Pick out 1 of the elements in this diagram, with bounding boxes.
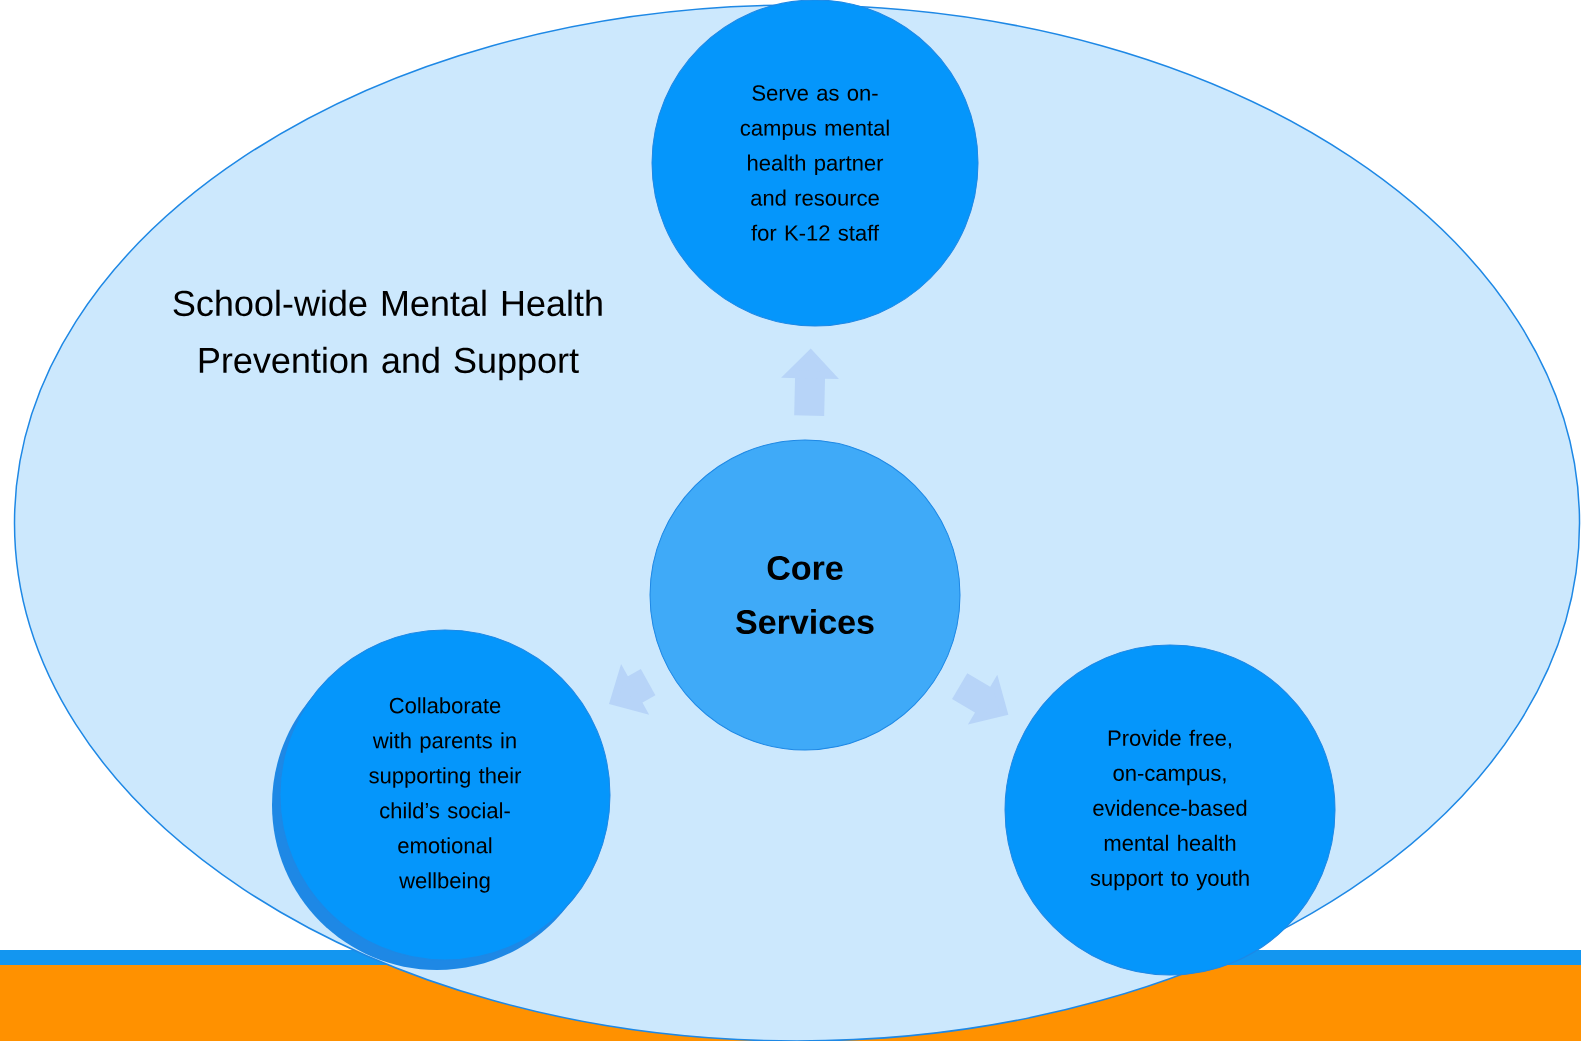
heading-text: School-wide Mental Health Prevention and Support	[173, 289, 602, 381]
